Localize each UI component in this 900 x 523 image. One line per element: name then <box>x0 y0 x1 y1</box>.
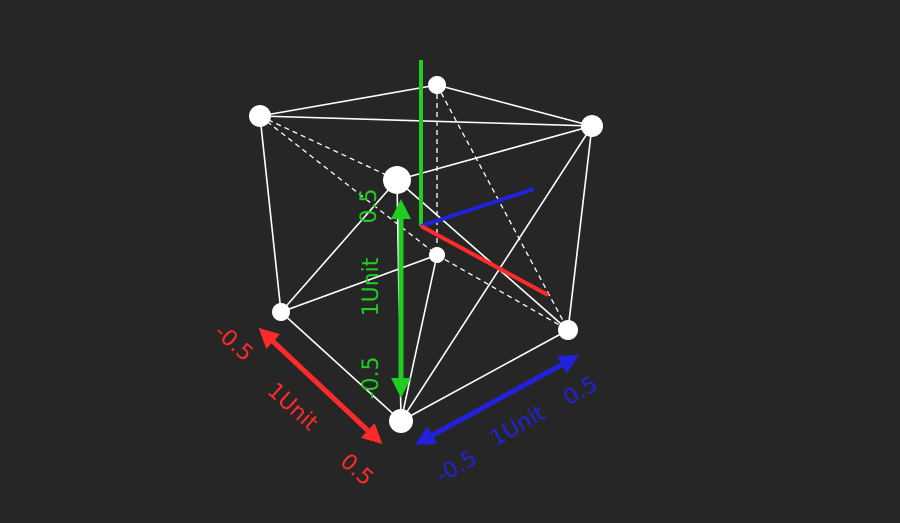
y-unit-label: 1Unit <box>359 257 384 316</box>
x-unit-label: 1Unit <box>262 378 323 436</box>
cube-edge <box>400 254 438 422</box>
y-min-label: -0.5 <box>359 357 384 400</box>
cube-edges <box>259 84 593 422</box>
vertex <box>249 105 271 127</box>
vertex <box>581 115 603 137</box>
cube-edge <box>259 115 282 313</box>
z-max-label: 0.5 <box>559 372 602 411</box>
hidden-edge <box>259 115 438 256</box>
hidden-edge <box>436 84 569 331</box>
hidden-edge <box>436 254 569 331</box>
hidden-edge <box>259 115 398 181</box>
cube-edge <box>259 84 438 117</box>
x-dimension-arrow <box>258 327 383 445</box>
x-min-label: -0.5 <box>209 320 258 367</box>
x-axis-line <box>420 224 549 297</box>
z-axis-line <box>420 187 535 228</box>
vertex <box>428 76 446 94</box>
hidden-edges <box>259 84 569 331</box>
z-min-label: -0.5 <box>432 446 482 489</box>
cube-edge <box>436 84 593 127</box>
cube-edge <box>396 179 569 331</box>
cube-edge <box>259 115 593 127</box>
vertex <box>389 409 413 433</box>
vertices <box>249 76 603 433</box>
z-unit-label: 1Unit <box>486 401 550 452</box>
cube-edge <box>396 125 593 181</box>
z-dimension-arrow <box>414 355 580 445</box>
y-max-label: 0.5 <box>357 189 382 224</box>
x-max-label: 0.5 <box>335 449 378 491</box>
vertex <box>272 303 290 321</box>
vertex <box>429 247 445 263</box>
cube-edge <box>567 125 593 331</box>
cube-edge <box>280 179 398 313</box>
vertex <box>383 166 411 194</box>
axis-gizmo <box>419 60 549 297</box>
vertex <box>558 320 578 340</box>
hidden-edge <box>280 254 438 313</box>
